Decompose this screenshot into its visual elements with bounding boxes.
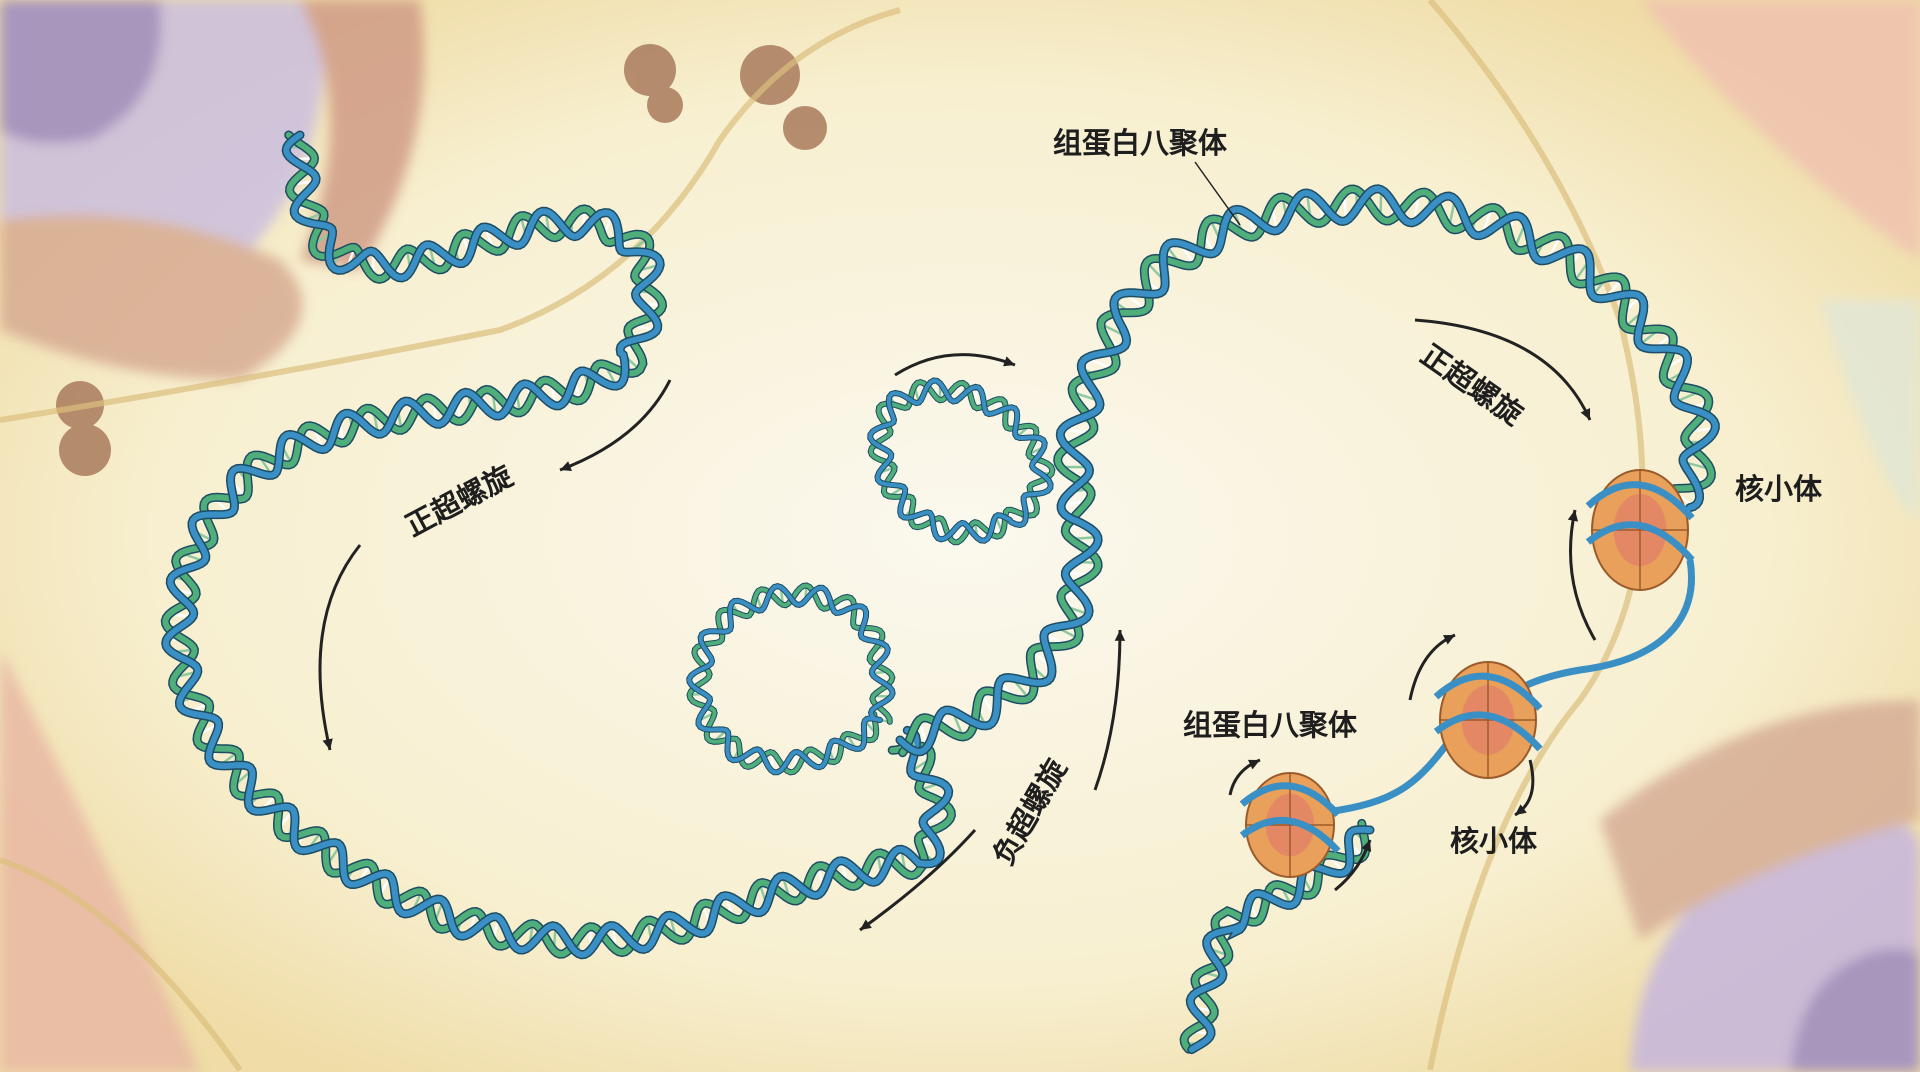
arrowhead-icon	[1248, 759, 1260, 770]
dna-double-helix	[160, 130, 1720, 1055]
label-nucleosome-bottom: 核小体	[1450, 824, 1538, 858]
nucleosome	[1433, 661, 1543, 779]
wrapped-dna	[1239, 782, 1341, 854]
dna-strand-blue	[897, 185, 1719, 755]
dna-strand-green	[868, 380, 1055, 545]
arrowhead-icon	[1443, 635, 1455, 645]
label-histone-octamer-top: 组蛋白八聚体	[1053, 126, 1228, 160]
label-histone-octamer-bottom: 组蛋白八聚体	[1183, 708, 1358, 742]
arrowhead-icon	[1361, 840, 1372, 852]
arrow-positive-left-top	[559, 379, 672, 472]
label-nucleosome-right: 核小体	[1735, 472, 1823, 506]
arrowhead-icon	[860, 919, 872, 930]
arrowhead-icon	[1567, 510, 1579, 522]
arrow-negative-up	[1093, 629, 1122, 791]
dna-strand-blue	[1187, 826, 1373, 1053]
wrapped-dna	[1433, 672, 1543, 752]
arrowhead-icon	[1580, 408, 1591, 420]
arrowhead-icon	[322, 738, 333, 750]
nucleosome	[1239, 772, 1341, 878]
arrow-loop-top	[894, 353, 1016, 377]
arrowhead-icon	[1114, 630, 1126, 641]
arrow-negative-down	[859, 828, 977, 932]
nucleosome	[1585, 469, 1695, 591]
cell-top-right	[1640, 0, 1920, 260]
arrow-positive-left-bottom	[318, 544, 362, 751]
dna-left-loop	[160, 130, 956, 960]
arrowhead-icon	[1515, 804, 1527, 815]
arrow-nucleosome-right	[1569, 509, 1597, 641]
dna-strand-blue	[162, 132, 952, 958]
wrapped-dna	[1585, 481, 1695, 563]
arrowhead-icon	[1003, 356, 1015, 367]
arrows	[318, 318, 1597, 932]
dna-strand-blue	[687, 584, 895, 775]
nucleosomes	[1239, 469, 1695, 878]
dna-small-loop-lower	[686, 582, 896, 776]
dna-strand-green	[687, 583, 895, 775]
arrow-positive-right	[1414, 318, 1592, 421]
dna-small-loop-upper	[867, 377, 1056, 546]
arrowhead-icon	[560, 461, 572, 471]
organelle-top-left	[0, 215, 303, 380]
dna-strand-blue	[868, 378, 1053, 543]
